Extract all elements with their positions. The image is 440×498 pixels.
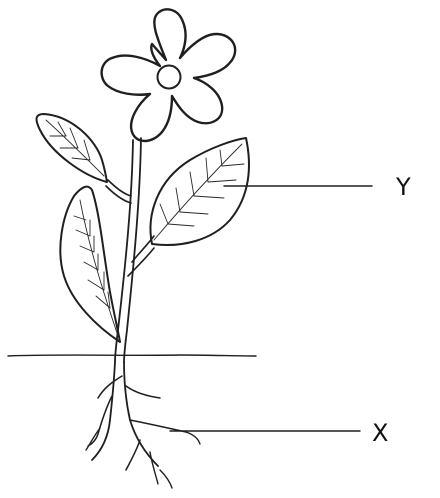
flower: [102, 9, 236, 141]
flower-petals: [102, 9, 236, 141]
soil-line: [8, 355, 256, 356]
label-x: X: [372, 419, 388, 447]
label-y: Y: [395, 173, 411, 201]
leaf-lower-left: [60, 187, 120, 342]
roots: [86, 362, 200, 488]
leaf-upper-left: [37, 114, 131, 203]
stem: [115, 138, 141, 362]
leaf-right: [128, 138, 249, 276]
flower-centre: [158, 66, 181, 89]
